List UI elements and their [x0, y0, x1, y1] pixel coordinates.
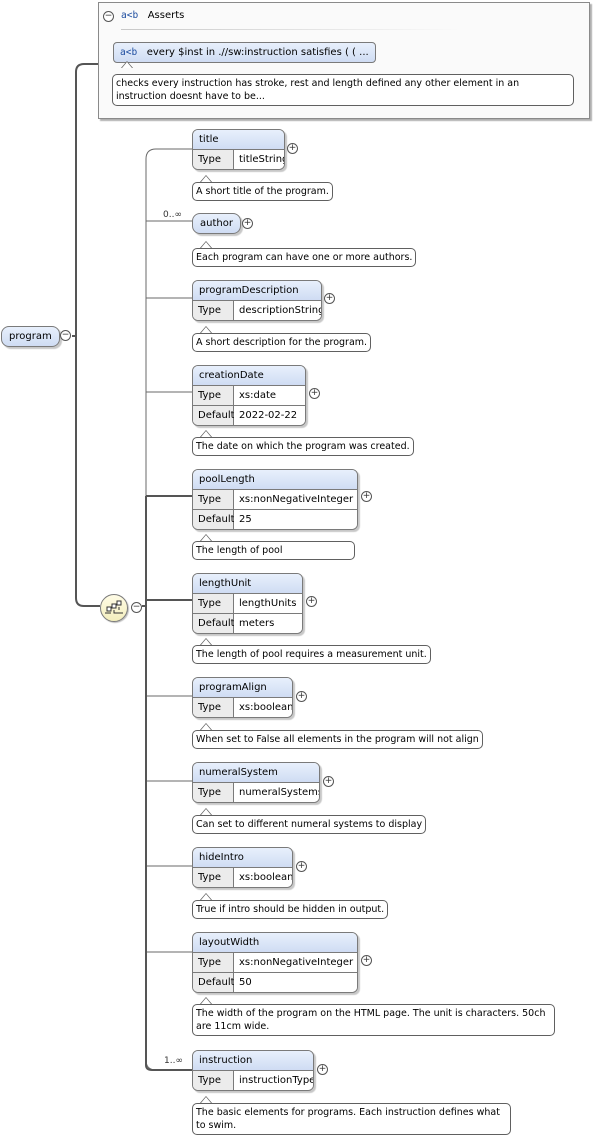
expand-icon[interactable]: + — [309, 388, 320, 399]
assert-expression-text: every $inst in .//sw:instruction satisfi… — [146, 47, 369, 58]
element-documentation: The length of pool requires a measuremen… — [192, 645, 431, 664]
expand-icon[interactable]: + — [287, 143, 298, 154]
assert-doc-pointer — [121, 61, 133, 68]
cardinality-label: 1..∞ — [164, 1056, 183, 1066]
doc-pointer — [200, 326, 212, 333]
expand-icon[interactable]: + — [317, 1064, 328, 1075]
element-name: hideIntro — [193, 848, 292, 867]
assert-documentation: checks every instruction has stroke, res… — [112, 74, 574, 106]
expand-icon[interactable]: + — [324, 293, 335, 304]
doc-pointer — [200, 723, 212, 730]
asserts-tag-icon: a<b — [121, 10, 139, 21]
element-name: creationDate — [193, 366, 305, 385]
doc-pointer — [200, 430, 212, 437]
doc-pointer — [200, 638, 212, 645]
element-name: layoutWidth — [193, 933, 357, 952]
expand-icon[interactable]: + — [296, 861, 307, 872]
element-documentation: The date on which the program was create… — [192, 437, 414, 456]
element-author[interactable]: author — [192, 213, 241, 234]
sequence-collapse-icon[interactable]: − — [131, 602, 142, 613]
asserts-panel: − a<b Asserts a<b every $inst in .//sw:i… — [98, 2, 590, 119]
element-documentation: Each program can have one or more author… — [192, 248, 417, 267]
doc-pointer — [200, 175, 212, 182]
element-documentation: The width of the program on the HTML pag… — [192, 1004, 555, 1036]
element-documentation: Can set to different numeral systems to … — [192, 815, 427, 834]
doc-pointer — [200, 241, 212, 248]
cardinality-label: 0..∞ — [163, 210, 182, 220]
element-name: poolLength — [193, 470, 357, 489]
expand-icon[interactable]: + — [323, 776, 334, 787]
doc-pointer — [200, 893, 212, 900]
element-name: title — [193, 130, 284, 149]
sequence-icon — [105, 600, 123, 614]
asserts-collapse-icon[interactable]: − — [103, 11, 114, 22]
sequence-compositor[interactable] — [100, 594, 128, 622]
element-name: lengthUnit — [193, 574, 302, 593]
element-name: programAlign — [193, 678, 292, 697]
expand-icon[interactable]: + — [306, 596, 317, 607]
element-name: author — [200, 218, 233, 229]
expand-icon[interactable]: + — [296, 691, 307, 702]
expand-icon[interactable]: + — [361, 955, 372, 966]
doc-pointer — [200, 808, 212, 815]
element-name: programDescription — [193, 281, 321, 300]
root-element-label: program — [9, 331, 52, 342]
assert-expression[interactable]: a<b every $inst in .//sw:instruction sat… — [113, 42, 376, 63]
assert-tag-icon: a<b — [120, 47, 138, 58]
asserts-divider — [121, 29, 461, 30]
element-documentation: When set to False all elements in the pr… — [192, 730, 483, 749]
root-element-program[interactable]: program — [1, 326, 60, 347]
doc-pointer — [200, 1096, 212, 1103]
asserts-title: Asserts — [147, 10, 185, 21]
element-documentation: True if intro should be hidden in output… — [192, 900, 389, 919]
element-documentation: The basic elements for programs. Each in… — [192, 1103, 511, 1135]
doc-pointer — [200, 997, 212, 1004]
asserts-header: a<b Asserts — [121, 10, 184, 21]
expand-icon[interactable]: + — [361, 491, 372, 502]
element-name: instruction — [193, 1051, 313, 1070]
expand-icon[interactable]: + — [242, 218, 253, 229]
root-collapse-icon[interactable]: − — [60, 330, 71, 341]
element-documentation: A short description for the program. — [192, 333, 372, 352]
doc-pointer — [200, 534, 212, 541]
element-name: numeralSystem — [193, 763, 319, 782]
element-documentation: A short title of the program. — [192, 182, 333, 201]
element-documentation: The length of pool — [192, 541, 355, 560]
